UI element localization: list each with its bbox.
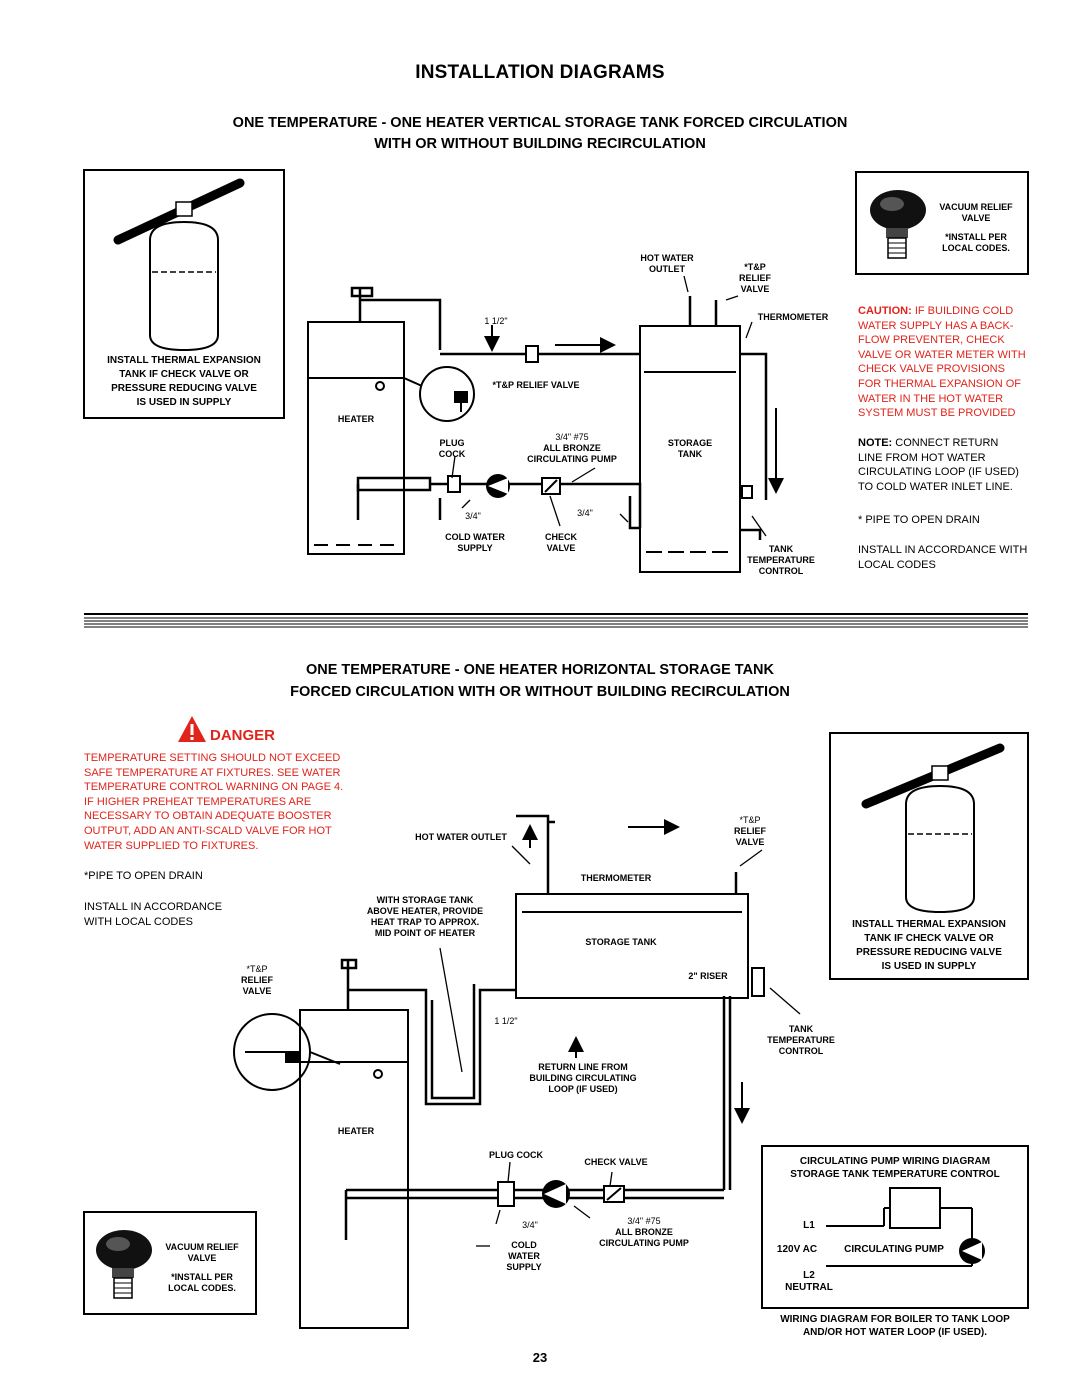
pump-label-2: 3/4" #75 ALL BRONZE CIRCULATING PUMP [599, 1216, 689, 1248]
check-valve-label-1: CHECK VALVE [544, 532, 577, 553]
heater-2 [299, 1009, 409, 1329]
page-number: 23 [532, 1350, 548, 1365]
thermometer-label-1: THERMOMETER [757, 312, 829, 322]
wiring-title: CIRCULATING PUMP WIRING DIAGRAM STORAGE … [790, 1156, 1000, 1180]
danger-icon [178, 716, 206, 742]
heater-1 [307, 321, 405, 555]
wiring-lines [826, 1187, 973, 1267]
plug-cock-label-2: PLUG COCK [489, 1150, 543, 1160]
expansion-note-2: INSTALL THERMAL EXPANSION TANK IF CHECK … [852, 919, 1006, 972]
wiring-neutral: NEUTRAL [785, 1282, 833, 1293]
wiring-l2: L2 [803, 1270, 815, 1281]
caution-note: CAUTION: IF BUILDING COLD WATER SUPPLY H… [858, 305, 1026, 420]
unions-1 [447, 345, 539, 493]
tank-temp-control-label-1: TANK TEMPERATURE CONTROL [747, 544, 815, 576]
pipe-size-label-2: 3/4" [465, 511, 481, 521]
storage-tank-label-1: STORAGE TANK [667, 438, 713, 459]
magnifier-2 [233, 1013, 341, 1091]
cold-water-supply-label-2: COLD WATER SUPPLY [506, 1240, 542, 1272]
heater-label-1: HEATER [337, 414, 375, 424]
riser-label: 2" RISER [688, 971, 728, 981]
pipe-drain-note-2: *PIPE TO OPEN DRAIN [84, 870, 203, 882]
return-line-label: RETURN LINE FROM BUILDING CIRCULATING LO… [529, 1062, 637, 1094]
magnifier-1 [403, 366, 475, 422]
expansion-note-1: INSTALL THERMAL EXPANSION TANK IF CHECK … [107, 355, 261, 408]
diagram1-subtitle-1: ONE TEMPERATURE - ONE HEATER VERTICAL ST… [232, 115, 848, 131]
cold-water-supply-label-1: COLD WATER SUPPLY [445, 532, 505, 553]
return-line-note: NOTE: CONNECT RETURN LINE FROM HOT WATER… [858, 437, 1019, 493]
expansion-tank-icon-1 [113, 178, 245, 352]
vacuum-relief-box-1 [855, 171, 1029, 275]
tp-relief-label-2: *T&P RELIEF VALVE [733, 815, 766, 847]
expansion-tank-icon-2 [861, 743, 1005, 914]
pipe-size-label-3: 3/4" [577, 508, 593, 518]
leader-lines-2 [439, 845, 801, 1247]
tp-relief-label-3: *T&P RELIEF VALVE [240, 964, 273, 996]
wiring-l1: L1 [803, 1220, 815, 1231]
wiring-voltage: 120V AC [776, 1244, 818, 1255]
diagram2-subtitle-1: ONE TEMPERATURE - ONE HEATER HORIZONTAL … [305, 662, 775, 678]
install-note-2: INSTALL IN ACCORDANCE WITH LOCAL CODES [84, 901, 223, 928]
vacuum-relief-icon-1 [870, 190, 926, 259]
tank-temp-control-label-2: TANK TEMPERATURE CONTROL [767, 1024, 835, 1056]
circulating-pump-2 [542, 1180, 570, 1208]
section-divider [84, 613, 1028, 628]
danger-label: DANGER [210, 727, 276, 744]
vacuum-relief-label-1: VACUUM RELIEF VALVE *INSTALL PER LOCAL C… [939, 202, 1013, 253]
plug-cock-2 [497, 1181, 515, 1207]
hot-water-outlet-label-1: HOT WATER OUTLET [640, 253, 694, 274]
wiring-pump-icon [959, 1238, 985, 1264]
heat-trap-note: WITH STORAGE TANK ABOVE HEATER, PROVIDE … [366, 895, 484, 938]
check-valve-1 [541, 477, 561, 495]
tp-relief-small-label: *T&P RELIEF VALVE [492, 380, 580, 390]
diagram2-subtitle-2: FORCED CIRCULATION WITH OR WITHOUT BUILD… [290, 684, 790, 700]
storage-tank-2 [515, 893, 765, 999]
install-note-1: INSTALL IN ACCORDANCE WITH LOCAL CODES [858, 544, 1028, 571]
circulating-pump-1 [486, 474, 510, 498]
vacuum-relief-label-2: VACUUM RELIEF VALVE *INSTALL PER LOCAL C… [165, 1242, 239, 1293]
hot-water-outlet-label-2: HOT WATER OUTLET [415, 832, 507, 842]
diagram1-subtitle-2: WITH OR WITHOUT BUILDING RECIRCULATION [374, 136, 706, 152]
wiring-caption: WIRING DIAGRAM FOR BOILER TO TANK LOOP A… [780, 1314, 1010, 1338]
heater-label-2: HEATER [337, 1126, 375, 1136]
wiring-pump-label: CIRCULATING PUMP [844, 1244, 944, 1255]
pipe-size-label-4: 1 1/2" [494, 1016, 518, 1026]
check-valve-label-2: CHECK VALVE [584, 1157, 648, 1167]
leader-lines-1 [451, 275, 767, 537]
tp-relief-label-1: *T&P RELIEF VALVE [738, 262, 771, 294]
pump-label-1: 3/4" #75 ALL BRONZE CIRCULATING PUMP [527, 432, 617, 464]
plug-cock-label-1: PLUG COCK [438, 438, 466, 459]
thermometer-label-2: THERMOMETER [580, 873, 652, 883]
storage-tank-label-2: STORAGE TANK [585, 937, 657, 947]
page-title: INSTALLATION DIAGRAMS [415, 62, 665, 83]
vacuum-relief-icon-2 [96, 1230, 152, 1299]
danger-note: TEMPERATURE SETTING SHOULD NOT EXCEED SA… [84, 752, 344, 852]
pipe-drain-note-1: * PIPE TO OPEN DRAIN [858, 514, 980, 526]
flow-arrows-1 [484, 325, 784, 494]
pipe-size-label-1: 1 1/2" [484, 316, 508, 326]
pipe-size-label-5: 3/4" [522, 1220, 538, 1230]
piping-2 [340, 814, 738, 1240]
check-valve-2 [603, 1185, 625, 1203]
flow-arrows-2 [522, 819, 750, 1124]
